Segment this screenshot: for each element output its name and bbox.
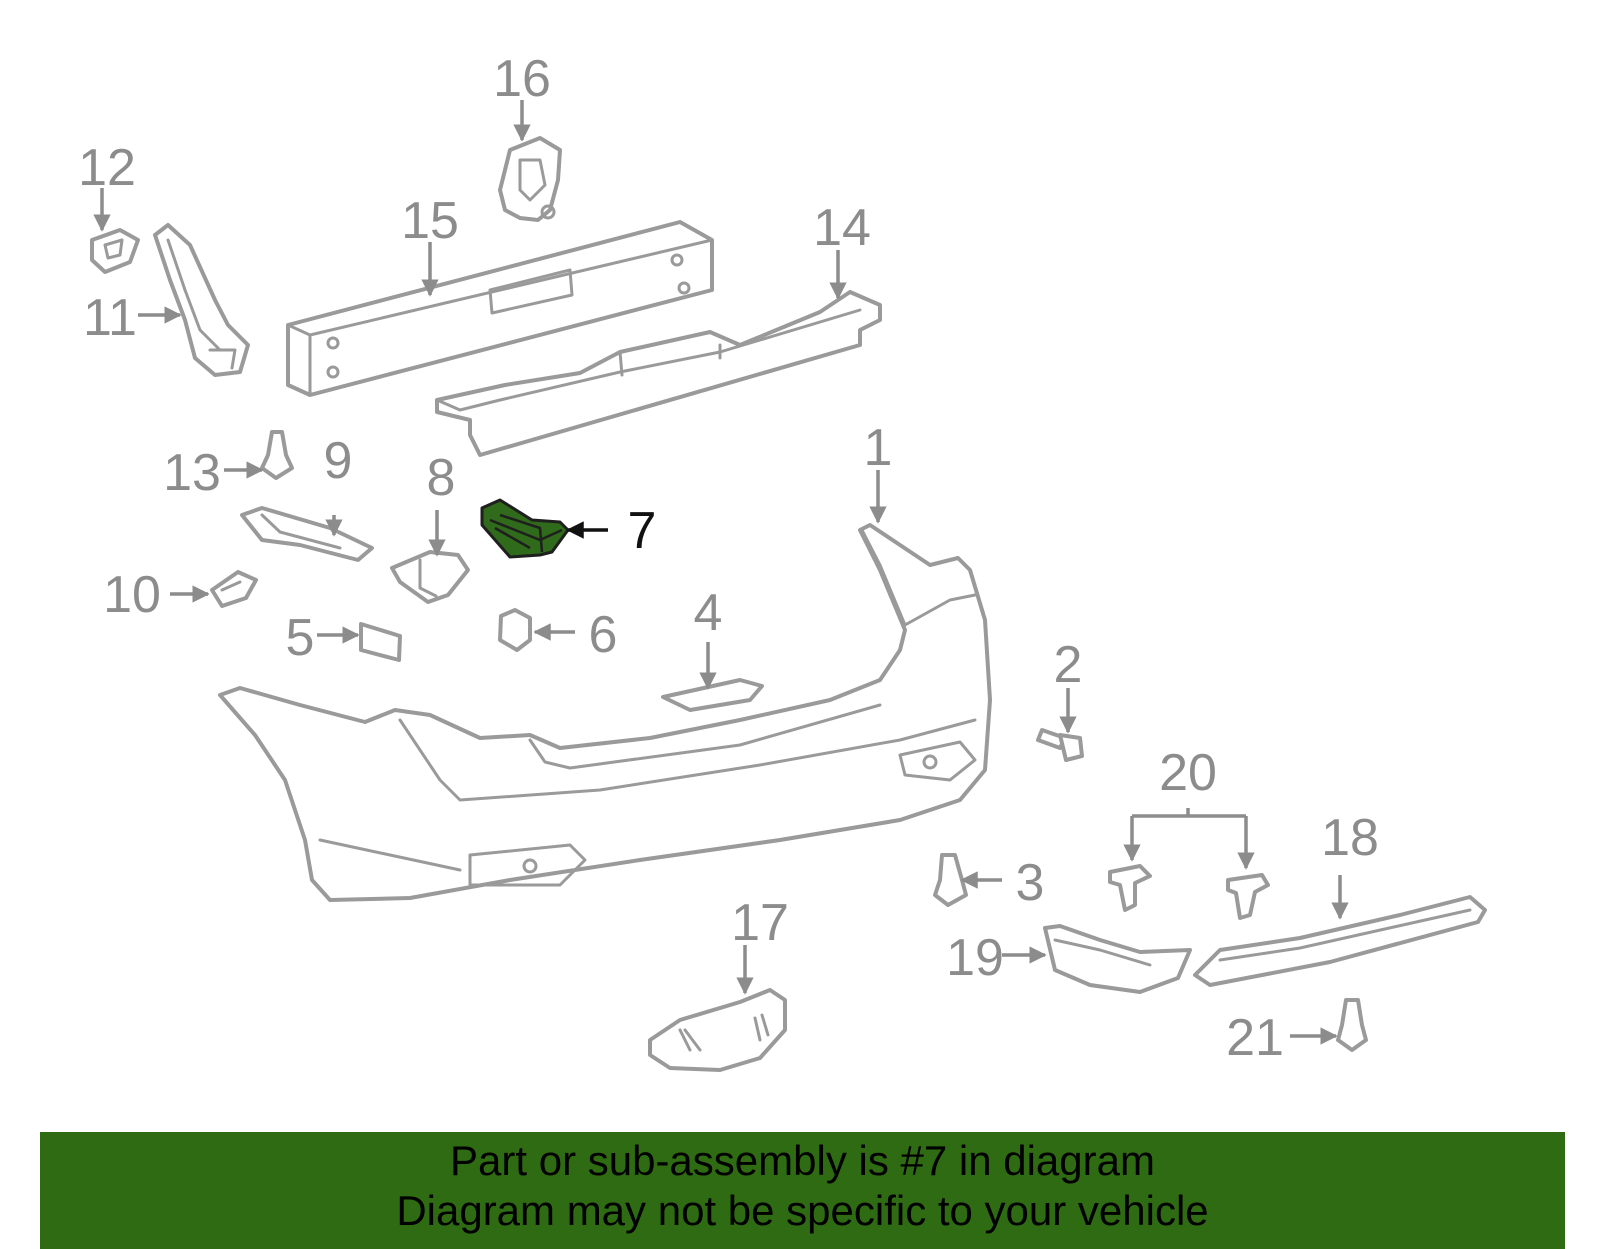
callout-8: 8 xyxy=(427,449,456,507)
callout-14: 14 xyxy=(813,199,871,257)
callout-3: 3 xyxy=(1016,854,1045,912)
callout-16: 16 xyxy=(493,50,551,108)
callout-1: 1 xyxy=(864,419,893,477)
part-4-pad[interactable] xyxy=(661,678,764,712)
banner-line-2: Diagram may not be specific to your vehi… xyxy=(396,1187,1209,1234)
part-19-moulding[interactable] xyxy=(1043,924,1192,994)
callout-10: 10 xyxy=(103,566,161,624)
part-1-bumper-cover[interactable] xyxy=(218,523,992,902)
callout-18: 18 xyxy=(1321,809,1379,867)
part-7-highlighted[interactable] xyxy=(480,498,570,559)
part-13-push-clip[interactable] xyxy=(260,430,294,480)
part-14-absorber[interactable] xyxy=(435,290,882,457)
callout-17: 17 xyxy=(731,894,789,952)
part-11-side-retainer[interactable] xyxy=(153,223,250,377)
part-20-clip-left[interactable] xyxy=(1108,864,1152,912)
part-5-pad[interactable] xyxy=(359,622,402,662)
part-21-push-clip[interactable] xyxy=(1336,998,1368,1052)
part-20-clip-right[interactable] xyxy=(1226,873,1270,920)
info-banner: Part or sub-assembly is #7 in diagram Di… xyxy=(40,1132,1565,1249)
part-3-push-clip[interactable] xyxy=(933,853,968,907)
callout-13: 13 xyxy=(163,444,221,502)
callout-9: 9 xyxy=(324,432,353,490)
part-8-bracket[interactable] xyxy=(390,550,470,604)
part-15-reinforcement[interactable] xyxy=(286,220,714,397)
callout-15: 15 xyxy=(401,192,459,250)
callout-21: 21 xyxy=(1226,1009,1284,1067)
callout-5: 5 xyxy=(286,609,315,667)
callout-11: 11 xyxy=(83,289,137,347)
callout-7: 7 xyxy=(628,502,657,560)
part-18-strip[interactable] xyxy=(1193,895,1487,987)
part-16-bracket[interactable] xyxy=(498,136,562,222)
callout-20: 20 xyxy=(1159,744,1217,802)
banner-line-1: Part or sub-assembly is #7 in diagram xyxy=(450,1137,1155,1184)
part-17-lamp[interactable] xyxy=(648,988,787,1072)
part-12-clip[interactable] xyxy=(90,228,140,274)
part-10-clip[interactable] xyxy=(210,570,258,608)
part-2-bolt[interactable] xyxy=(1036,728,1084,762)
parts-diagram: 16 12 15 14 11 13 9 8 7 1 10 5 6 4 2 3 2… xyxy=(78,50,1487,1072)
callout-2: 2 xyxy=(1054,636,1083,694)
callout-19: 19 xyxy=(946,929,1004,987)
part-9-bracket[interactable] xyxy=(240,506,374,562)
callout-12: 12 xyxy=(78,139,136,197)
callout-4: 4 xyxy=(694,584,723,642)
part-6-cap[interactable] xyxy=(498,608,532,652)
callout-6: 6 xyxy=(589,606,618,664)
